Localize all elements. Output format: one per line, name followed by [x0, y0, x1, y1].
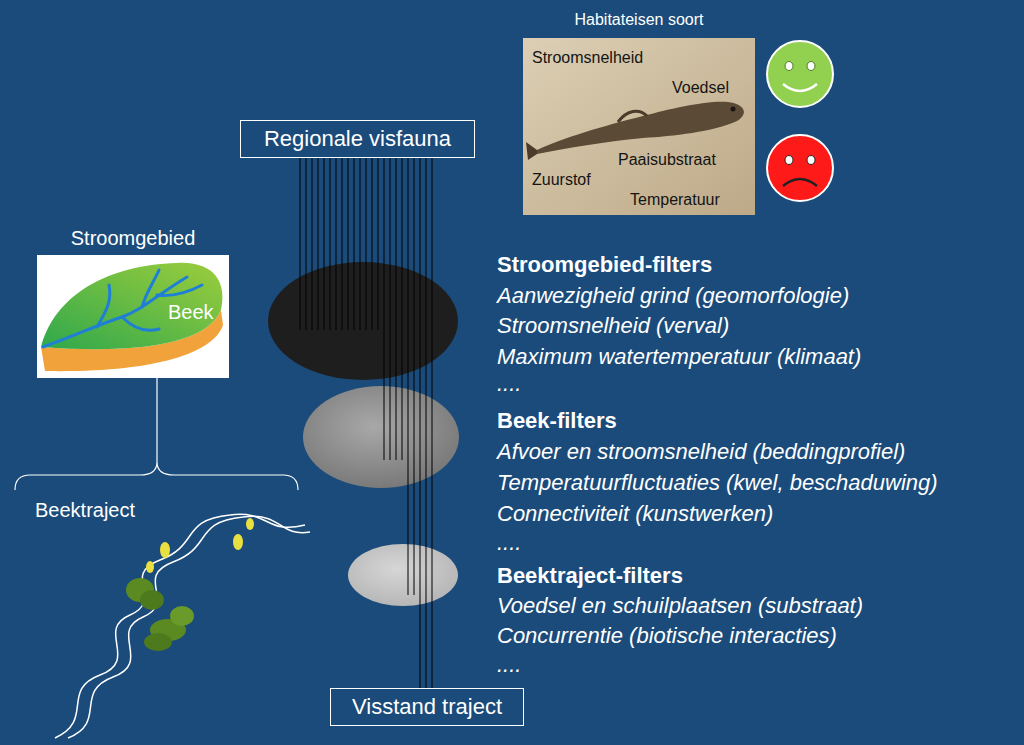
filter-item: Voedsel en schuilplaatsen (substraat): [497, 593, 863, 619]
filter-item: ....: [497, 530, 521, 556]
result-box: Visstand traject: [330, 688, 524, 726]
species-line: [300, 158, 301, 330]
habitat-factor: Paaisubstraat: [618, 150, 716, 169]
bracket: [15, 462, 298, 490]
fish-fin: [618, 111, 647, 122]
illustration-heading: Stroomgebied: [30, 226, 236, 250]
species-line: [318, 158, 319, 330]
species-lines: [300, 158, 414, 595]
gravel-patch: [146, 561, 154, 573]
species-line: [324, 158, 325, 330]
species-line: [360, 158, 361, 330]
gravel-patch: [233, 534, 243, 550]
catchment-filter: [268, 262, 458, 380]
bush: [144, 633, 172, 651]
sad-smiley: [767, 135, 833, 201]
reach-filter: [348, 544, 458, 606]
fish-eye: [731, 107, 736, 112]
filter-item: Temperatuurfluctuaties (kwel, beschaduwi…: [497, 470, 938, 496]
habitat-factor: Stroomsnelheid: [532, 48, 643, 67]
species-line: [414, 158, 415, 595]
box-text: Regionale visfauna: [264, 126, 451, 152]
smiley-mouth: [783, 179, 817, 186]
filter-heading: Stroomgebied-filters: [497, 252, 712, 278]
smiley-face: [767, 135, 833, 201]
species-line: [330, 158, 331, 330]
river-line: [157, 285, 202, 296]
bush: [140, 590, 164, 610]
box-text: Visstand traject: [352, 694, 502, 720]
filter-heading: Beektraject-filters: [497, 563, 683, 589]
fish-tail: [526, 142, 537, 160]
part-label: Beektraject: [35, 498, 135, 522]
river-line: [97, 285, 110, 327]
species-line: [384, 158, 385, 460]
gravel-patch: [246, 518, 254, 530]
stream-bank: [55, 514, 305, 738]
catchment-panel: [37, 255, 229, 378]
river-line: [43, 277, 187, 347]
species-line: [336, 158, 337, 330]
photo-heading: Habitateisen soort: [523, 10, 755, 29]
gravel-patch: [160, 542, 170, 558]
habitat-photo: Habitateisen soortStroomsnelheidVoedselP…: [523, 10, 755, 215]
species-line: [306, 158, 307, 330]
bush: [170, 606, 194, 626]
habitat-factor: Zuurstof: [532, 170, 591, 189]
stream-filter: [303, 386, 459, 488]
catchment-figure: [41, 263, 223, 371]
species-line: [378, 158, 379, 330]
river-line: [122, 317, 159, 330]
smiley-eye: [807, 156, 815, 165]
species-line: [342, 158, 343, 330]
smiley-eye: [807, 62, 815, 71]
species-photo: [523, 38, 755, 215]
filter-item: Maximum watertemperatuur (klimaat): [497, 344, 861, 370]
species-line: [348, 158, 349, 330]
catchment-area: [41, 263, 222, 349]
filter-item: Stroomsnelheid (verval): [497, 313, 729, 339]
habitat-factor: Temperatuur: [630, 190, 720, 209]
filter-item: ....: [497, 371, 521, 397]
river-line: [142, 270, 159, 307]
smiley-eye: [785, 156, 793, 165]
filter-item: Connectiviteit (kunstwerken): [497, 501, 773, 527]
species-line: [354, 158, 355, 330]
happy-smiley: [767, 41, 833, 107]
stream-bank: [68, 516, 310, 738]
species-line: [312, 158, 313, 330]
species-connector: [432, 158, 433, 688]
filter-item: Aanwezigheid grind (geomorfologie): [497, 283, 849, 309]
stream-label: Beek: [168, 300, 214, 324]
filter-item: ....: [497, 652, 521, 678]
species-line: [390, 158, 391, 460]
catchment-illustration: StroomgebiedBeek: [30, 226, 236, 378]
habitat-factor: Voedsel: [672, 78, 729, 97]
species-line: [408, 158, 409, 595]
species-line: [396, 158, 397, 460]
filter-heading: Beek-filters: [497, 408, 617, 434]
filter-item: Concurrentie (biotische interacties): [497, 623, 837, 649]
smiley-face: [767, 41, 833, 107]
species-line: [372, 158, 373, 330]
smiley-mouth: [783, 84, 817, 91]
species-connector: [426, 158, 427, 688]
stream-reach-figure: [55, 514, 310, 738]
species-pool-box: Regionale visfauna: [240, 120, 475, 158]
filter-item: Afvoer en stroomsnelheid (beddingprofiel…: [497, 439, 905, 465]
fish-body: [537, 102, 744, 154]
species-line: [366, 158, 367, 330]
leader-line: [156, 378, 157, 462]
species-line: [402, 158, 403, 460]
species-connector: [420, 158, 421, 688]
smiley-eye: [785, 62, 793, 71]
